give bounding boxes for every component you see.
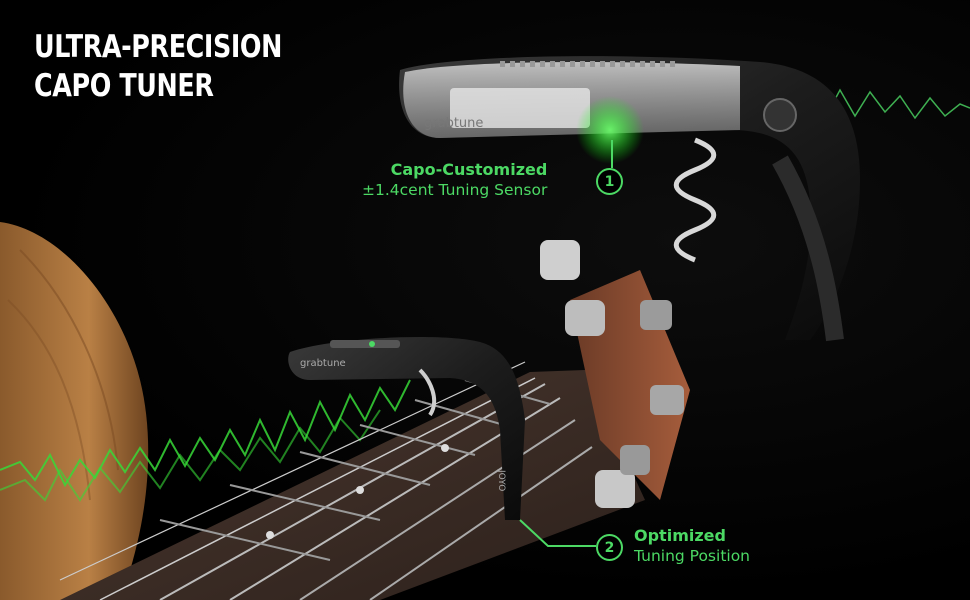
callout-2-subtitle: Tuning Position [634,547,751,565]
capo-cutaway [399,56,860,342]
callout-1: Capo-Customized ±1.4cent Tuning Sensor [362,160,547,200]
guitar-headstock [540,240,690,508]
headline-line-2: CAPO TUNER [34,68,214,104]
callout-2: Optimized Tuning Position [634,526,750,566]
callout-2-leader [519,519,596,547]
headline: ULTRA-PRECISION CAPO TUNER [34,28,282,106]
capo-brand-large: grabtune [424,116,484,131]
guitar-neck [59,361,645,600]
capo-maker-mark: JOYO [496,470,506,492]
capo-brand-small: grabtune [300,358,346,369]
callout-1-number-badge: 1 [596,168,623,195]
callout-2-number-badge: 2 [596,534,623,561]
callout-2-title: Optimized [634,526,726,545]
callout-1-title: Capo-Customized [390,160,548,179]
headline-line-1: ULTRA-PRECISION [34,29,282,65]
guitar-body [0,222,149,600]
callout-1-subtitle: ±1.4cent Tuning Sensor [362,181,548,199]
capo-on-neck [288,337,525,520]
